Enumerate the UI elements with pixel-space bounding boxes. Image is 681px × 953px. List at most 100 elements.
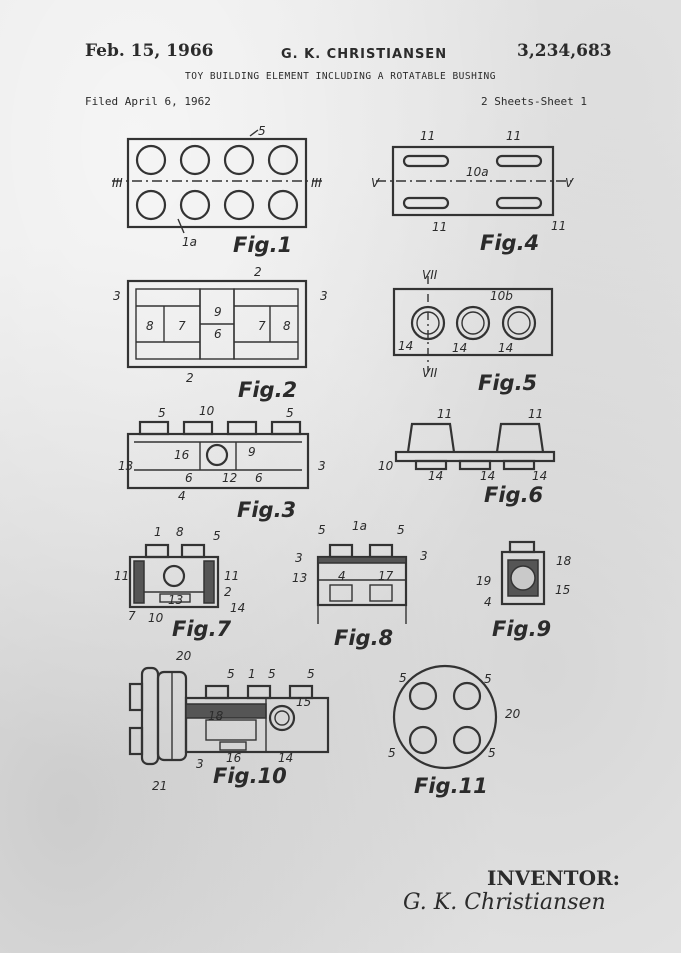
patent-number: 3,234,683 (517, 41, 612, 61)
ref-label: V (565, 176, 574, 190)
figure-2: 2 2 3 3 8 7 9 6 7 8 Fig.2 (113, 265, 328, 402)
ref-label: 13 (292, 571, 307, 585)
ref-label: 5 (488, 746, 496, 760)
ref-label: III (112, 176, 123, 190)
ref-label: 3 (420, 549, 428, 563)
ref-label: 5 (227, 667, 235, 681)
ref-label: 14 (398, 339, 413, 353)
ref-label: 14 (230, 601, 245, 615)
ref-label: 16 (174, 448, 190, 462)
ref-label: 11 (437, 407, 452, 421)
ref-label: 4 (338, 569, 346, 583)
ref-label: 21 (152, 779, 167, 793)
ref-label: 1a (182, 235, 197, 249)
figure-caption: Fig.2 (238, 378, 297, 402)
ref-label: 5 (258, 124, 266, 138)
ref-label: 13 (118, 459, 133, 473)
figure-caption: Fig.11 (414, 774, 488, 798)
ref-label: 14 (452, 341, 467, 355)
ref-label: 15 (296, 695, 311, 709)
figure-8: 5 1a 5 3 3 13 4 17 Fig.8 (292, 519, 428, 650)
figure-caption: Fig.5 (478, 371, 537, 395)
ref-label: 4 (178, 489, 186, 503)
ref-label: 1 (154, 525, 162, 539)
ref-label: 9 (214, 305, 222, 319)
figure-5: VII VII 10b 14 14 14 Fig.5 (392, 268, 554, 395)
ref-label: 14 (498, 341, 513, 355)
ref-label: 9 (248, 445, 256, 459)
ref-label: 11 (420, 129, 435, 143)
ref-label: 1a (352, 519, 367, 533)
ref-label: 3 (196, 757, 204, 771)
figure-caption: Fig.6 (484, 483, 543, 507)
ref-label: 6 (214, 327, 222, 341)
ref-label: 5 (399, 671, 407, 685)
figure-caption: Fig.9 (492, 617, 551, 641)
ref-label: 2 (224, 585, 232, 599)
ref-label: 3 (318, 459, 326, 473)
filed-date: Filed April 6, 1962 (85, 95, 211, 108)
ref-label: 19 (476, 574, 491, 588)
ref-label: 5 (388, 746, 396, 760)
ref-label: 3 (320, 289, 328, 303)
ref-label: 14 (532, 469, 547, 483)
ref-label: 11 (224, 569, 239, 583)
ref-label: 10 (378, 459, 394, 473)
ref-label: 5 (286, 406, 294, 420)
figure-6: 11 11 10 14 14 14 Fig.6 (378, 407, 556, 507)
ref-label: 5 (318, 523, 326, 537)
ref-label: 6 (255, 471, 263, 485)
figure-caption: Fig.4 (480, 231, 539, 255)
ref-label: 7 (128, 609, 136, 623)
ref-label: 3 (295, 551, 303, 565)
ref-label: 5 (484, 672, 492, 686)
ref-label: III (311, 176, 322, 190)
ref-label: 5 (213, 529, 221, 543)
figure-7: 1 8 5 11 11 2 14 7 10 13 Fig.7 (114, 525, 245, 641)
ref-label: 20 (505, 707, 521, 721)
ref-label: 14 (428, 469, 443, 483)
ref-label: 20 (176, 649, 192, 663)
ref-label: 18 (208, 709, 224, 723)
inventor-label: INVENTOR: (487, 866, 620, 890)
ref-label: 18 (556, 554, 572, 568)
ref-label: VII (422, 366, 438, 380)
ref-label: 5 (397, 523, 405, 537)
ref-label: 6 (185, 471, 193, 485)
ref-label: 12 (222, 471, 237, 485)
ref-label: 10 (199, 404, 215, 418)
figure-caption: Fig.3 (237, 498, 296, 522)
figure-caption: Fig.7 (172, 617, 232, 641)
ref-label: 8 (146, 319, 154, 333)
ref-label: 7 (178, 319, 186, 333)
sheet-info: 2 Sheets-Sheet 1 (481, 95, 587, 108)
ref-label: 2 (254, 265, 262, 279)
figure-caption: Fig.1 (233, 233, 292, 257)
figure-9: 18 19 15 4 Fig.9 (476, 540, 572, 641)
ref-label: 11 (506, 129, 521, 143)
patent-title: TOY BUILDING ELEMENT INCLUDING A ROTATAB… (185, 71, 496, 82)
figure-1: 5 1a III III Fig.1 (112, 124, 325, 257)
ref-label: 8 (283, 319, 291, 333)
ref-label: 10a (466, 165, 489, 179)
ref-label: 17 (378, 569, 394, 583)
figure-3: 5 10 5 16 9 6 12 6 13 3 4 Fig.3 (118, 404, 326, 522)
ref-label: 13 (168, 593, 183, 607)
ref-label: 2 (186, 371, 194, 385)
ref-label: 15 (555, 583, 570, 597)
ref-label: 5 (307, 667, 315, 681)
ref-label: 11 (114, 569, 129, 583)
ref-label: 10b (490, 289, 513, 303)
ref-label: 16 (226, 751, 242, 765)
ref-label: 10 (148, 611, 164, 625)
ref-label: 11 (551, 219, 566, 233)
ref-label: 7 (258, 319, 266, 333)
ref-label: 5 (158, 406, 166, 420)
figure-4: 11 11 10a 11 11 V V Fig.4 (371, 129, 575, 255)
figure-10: 20 5 1 5 5 15 18 16 14 3 21 Fig.10 (128, 649, 330, 793)
ref-label: 1 (248, 667, 256, 681)
patent-date: Feb. 15, 1966 (85, 41, 214, 61)
ref-label: VII (422, 268, 438, 282)
